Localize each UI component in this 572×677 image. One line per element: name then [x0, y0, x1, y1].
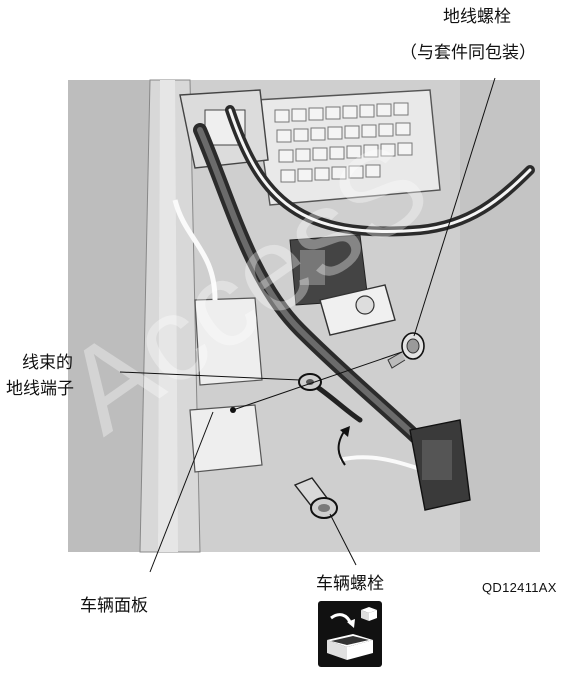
leader-vehicle-panel [149, 411, 214, 573]
figure-code: QD12411AX [482, 580, 557, 595]
vehicle-bolt [293, 477, 338, 519]
ground-bolt [387, 332, 425, 369]
fuse-box [254, 89, 441, 206]
leader-vehicle-bolt [329, 513, 357, 566]
harness-ground-label-line1: 线束的 [22, 353, 73, 373]
harness-ground-terminal [298, 373, 322, 391]
alignment-line [232, 351, 403, 411]
harness-ground-label-line2: 地线端子 [6, 379, 74, 399]
vehicle-panel-label: 车辆面板 [80, 596, 148, 616]
leader-ground-bolt [413, 77, 496, 337]
ground-bolt-label-line1: 地线螺栓 [443, 7, 511, 27]
vehicle-bolt-label: 车辆螺栓 [316, 574, 384, 594]
leader-harness-terminal [119, 371, 301, 381]
leader-lines [119, 77, 496, 573]
illustration-area: AccesS [41, 79, 540, 553]
ground-bolt-label-line2: （与套件同包装） [400, 43, 536, 63]
box-install-icon [318, 601, 382, 667]
